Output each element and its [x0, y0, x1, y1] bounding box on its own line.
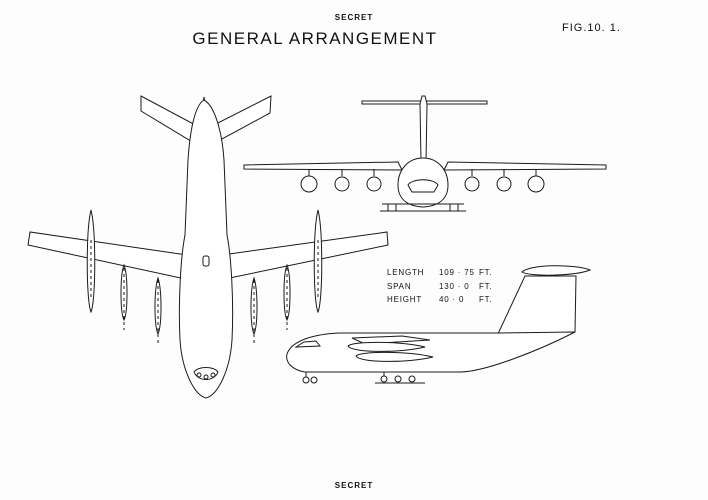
classification-top: SECRET — [334, 13, 374, 22]
dimensions-table: LENGTH 109 · 75 FT. SPAN 130 · 0 FT. HEI… — [387, 266, 499, 307]
front-fuselage — [397, 157, 449, 208]
dimension-row-span: SPAN 130 · 0 FT. — [387, 280, 499, 294]
dimension-unit: FT. — [479, 295, 493, 304]
side-fuselage — [286, 331, 576, 373]
plan-cockpit-windows — [196, 372, 216, 380]
side-cockpit — [294, 340, 322, 348]
dimension-row-length: LENGTH 109 · 75 FT. — [387, 266, 499, 280]
classification-bottom: SECRET — [334, 481, 374, 490]
dimension-unit: FT. — [479, 268, 493, 277]
dimension-value: 40 · 0 — [439, 295, 465, 304]
front-gear — [380, 203, 466, 212]
plan-wing-right — [219, 231, 389, 281]
side-wing — [351, 335, 431, 345]
plan-cockpit — [193, 367, 219, 380]
front-view — [243, 95, 607, 212]
front-engines — [300, 169, 545, 193]
dimension-row-height: HEIGHT 40 · 0 FT. — [387, 293, 499, 307]
dimension-label: LENGTH — [387, 268, 425, 277]
dimension-label: HEIGHT — [387, 295, 423, 304]
front-fin — [419, 95, 428, 163]
plan-fuselage — [178, 99, 234, 399]
side-fin — [496, 275, 577, 337]
side-view — [286, 265, 592, 384]
side-tailplane — [521, 265, 592, 276]
dimension-value: 130 · 0 — [439, 281, 470, 291]
dimension-unit: FT. — [479, 281, 493, 291]
dimension-value: 109 · 75 — [439, 268, 475, 277]
plan-hatch — [202, 255, 210, 267]
side-gear — [302, 372, 425, 384]
plan-wing-left — [27, 231, 191, 281]
front-windscreen — [407, 179, 439, 193]
plan-engines — [86, 209, 323, 345]
plan-view — [27, 95, 389, 399]
side-engines — [347, 341, 434, 362]
page-title: GENERAL ARRANGEMENT — [192, 29, 438, 48]
dimension-label: SPAN — [387, 281, 412, 291]
figure-number: FIG.10. 1. — [562, 22, 621, 34]
